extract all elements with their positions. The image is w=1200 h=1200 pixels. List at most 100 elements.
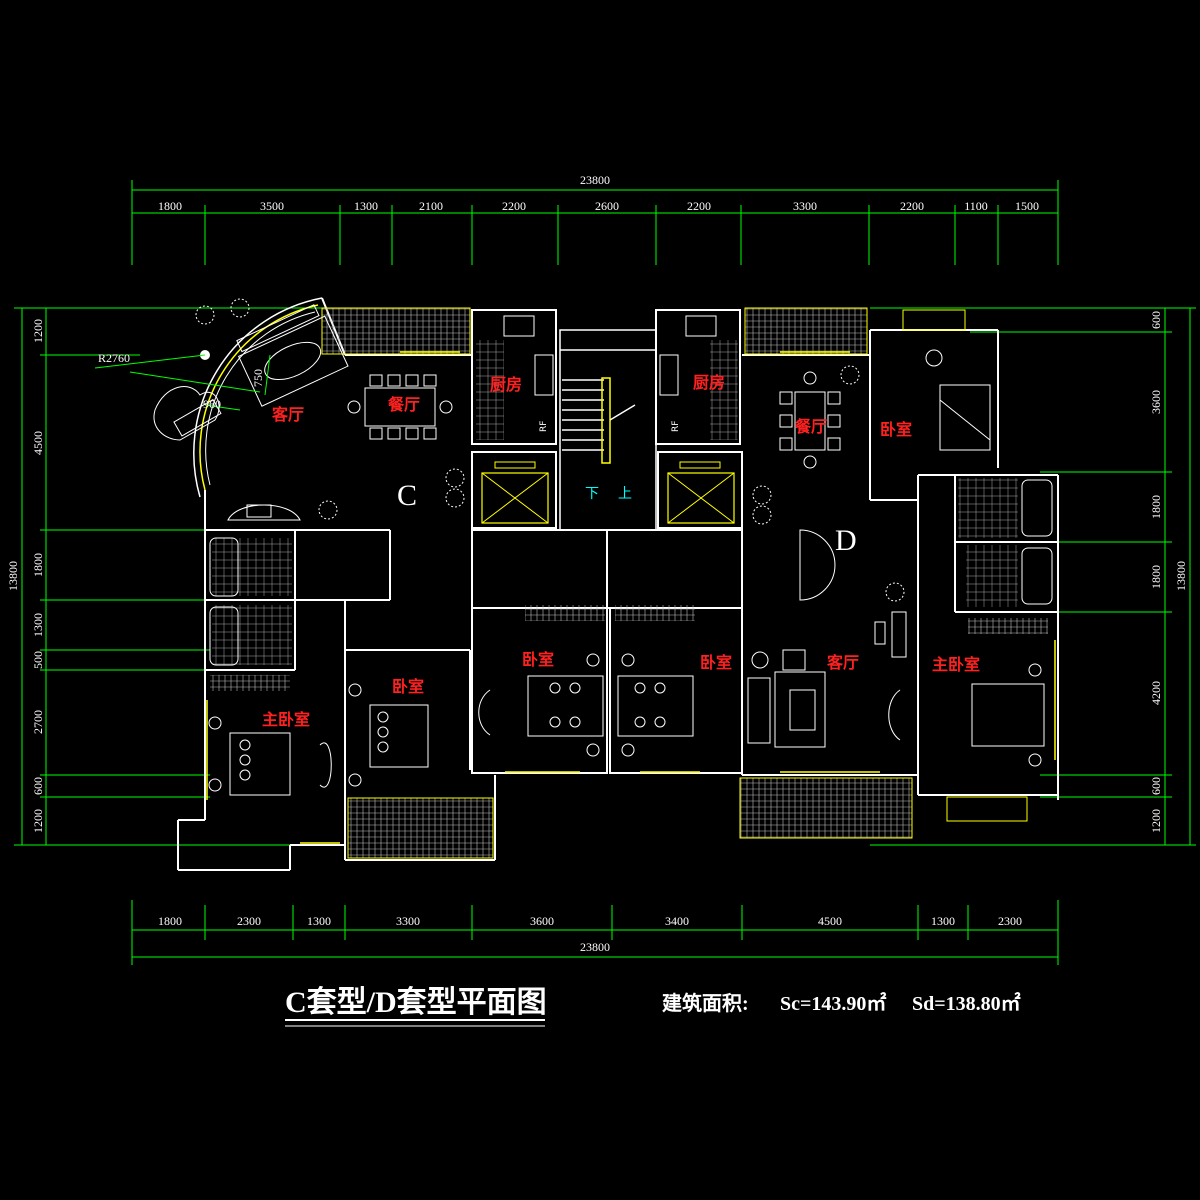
top-dim-6: 2600 [595,199,619,213]
d-elevator-car [667,472,735,524]
right-dimension-group [870,307,1196,846]
unit-c-label: C [397,479,417,512]
d-living-sofa [747,611,907,748]
top-total-dim: 23800 [580,173,610,187]
c-dining-table [347,374,453,440]
d-sink-icon [659,354,679,396]
c-stove-icon [503,315,535,337]
d-kitchen-walls [655,309,741,445]
d-bath2-tile [966,545,1018,607]
mid-wardrobe-left [525,605,605,621]
bottom-dim-8: 1300 [931,914,955,928]
bottom-dim-9: 2300 [998,914,1022,928]
bottom-dim-6: 3400 [665,914,689,928]
top-segment-labels: 1800 3500 1300 2100 2200 2600 2200 3300 … [158,199,1039,213]
d-kitchen-tile [710,340,738,440]
c-master-label: 主卧室 [262,710,310,729]
c-bath2-tub [209,606,239,666]
d-fridge-label: RF [671,421,681,432]
top-dim-2: 3500 [260,199,284,213]
d-bath1-tile [958,478,1018,538]
plant-icon [195,298,905,602]
bottom-dim-1: 1800 [158,914,182,928]
left-dim-2: 4500 [31,431,45,455]
left-total-dim: 13800 [6,561,20,591]
c-bedroom-label: 卧室 [392,677,424,696]
c-bedroom-bed [348,683,429,787]
left-dim-5: 500 [31,651,45,669]
c-balcony-top [321,307,471,355]
stair-core [559,329,657,531]
c-kitchen-walls [471,309,557,445]
c-bath2-tile [212,605,292,665]
mid-bedroom-right-label: 卧室 [700,653,732,672]
left-dim-4: 1300 [31,613,45,637]
c-sofa-set [236,304,349,407]
d-stove-icon [685,315,717,337]
d-dining-label: 餐厅 [794,417,827,436]
bottom-dim-4: 3300 [396,914,420,928]
top-dimension-group [131,180,1059,265]
left-dim-8: 1200 [31,809,45,833]
left-dim-1: 1200 [31,319,45,343]
mid-right-bed [617,653,694,757]
c-console-table [227,504,301,521]
mid-bedroom-left-label: 卧室 [522,650,554,669]
d-bedroom-bed [925,349,991,451]
top-dim-9: 2200 [900,199,924,213]
area-c-value: Sc=143.90㎡ [780,991,886,1015]
c-elevator-car [481,472,549,524]
top-dim-5: 2200 [502,199,526,213]
d-balcony-top [744,307,868,355]
stair-down-label: 下 [585,486,599,502]
d-master-label: 主卧室 [932,655,980,674]
right-dim-5: 4200 [1149,681,1163,705]
radius-label: R2760 [98,351,130,365]
unit-d-label: D [835,524,857,557]
top-dim-10: 1100 [964,199,988,213]
c-balcony-bottom [347,797,494,859]
bottom-total-dim: 23800 [580,940,610,954]
mid-left-bed [478,653,604,757]
left-segment-labels: 1200 4500 1800 1300 500 2700 600 1200 [31,319,45,833]
bottom-dim-3: 1300 [307,914,331,928]
window-lines [206,351,1056,844]
stair-up-label: 上 [618,486,632,502]
d-bath1-tub [1021,479,1053,537]
c-sink-icon [534,354,554,396]
top-dim-11: 1500 [1015,199,1039,213]
unit-d-walls [741,329,1059,800]
top-dim-3: 1300 [354,199,378,213]
d-master-window-bay [946,796,1028,822]
middle-bedrooms-walls [471,607,743,774]
drawing-title: C套型/D套型平面图 [285,986,547,1019]
top-dim-8: 3300 [793,199,817,213]
area-label: 建筑面积: [662,991,749,1015]
right-segment-labels: 600 3600 1800 1800 4200 600 1200 [1149,311,1163,833]
right-dim-7: 1200 [1149,809,1163,833]
radius-leader [94,354,206,369]
right-dim-6: 600 [1149,777,1163,795]
top-dim-1: 1800 [158,199,182,213]
d-bath2-tub [1021,547,1053,605]
dim-960-label: 960 [203,397,221,411]
area-d-value: Sd=138.80㎡ [912,991,1021,1015]
bottom-dim-7: 4500 [818,914,842,928]
mid-wardrobe-right [615,605,695,621]
right-dim-4: 1800 [1149,565,1163,589]
room-labels: 客厅 餐厅 厨房 卧室 主卧室 卧室 卧室 厨房 餐厅 卧室 客厅 主卧室 [262,373,980,729]
d-dining-table [779,371,841,469]
d-bedroom-window-bay [902,309,966,331]
d-bedroom-label: 卧室 [880,420,912,439]
c-master-wardrobe [210,675,290,691]
c-kitchen-label: 厨房 [490,375,522,394]
bottom-dim-2: 2300 [237,914,261,928]
d-elevator-shaft [657,451,743,529]
dim-750-label: 750 [251,369,265,387]
d-master-bed [888,663,1045,767]
c-bath1-tile [212,538,292,596]
left-dim-3: 1800 [31,553,45,577]
c-kitchen-tile [476,340,504,440]
right-dim-1: 600 [1149,311,1163,329]
